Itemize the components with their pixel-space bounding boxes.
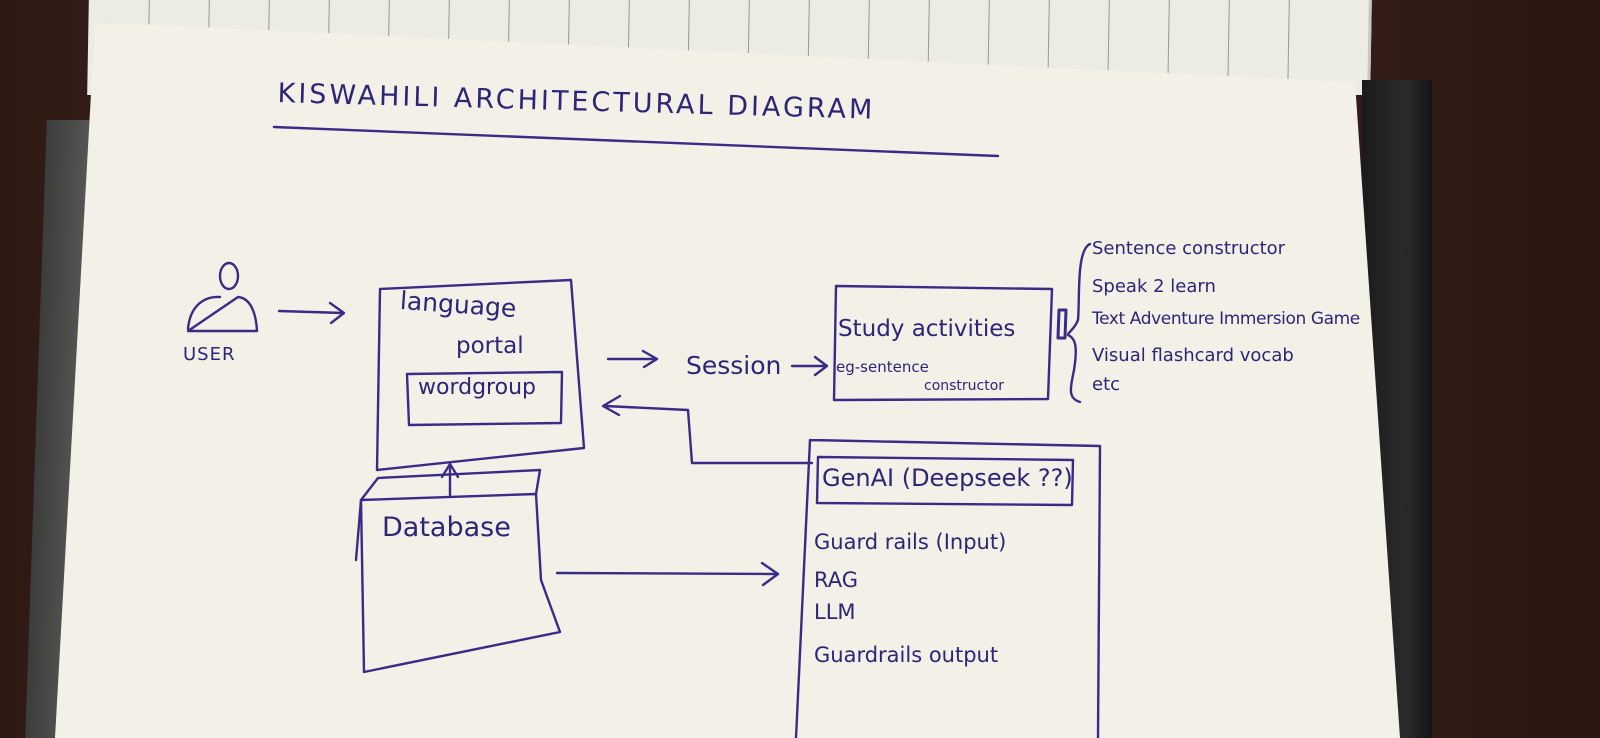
study-activities-example-2: constructor — [924, 378, 1005, 394]
arrow-session-to-activities — [790, 355, 829, 377]
language-portal-label-1: language — [399, 285, 518, 324]
study-activities-heading: Study activities — [838, 316, 1016, 342]
brace-marker — [1056, 308, 1068, 340]
activity-item: Text Adventure Immersion Game — [1092, 309, 1360, 329]
database-box-depth — [354, 468, 542, 562]
arrow-database-to-portal — [440, 462, 460, 497]
wordgroup-box — [405, 370, 564, 427]
arrow-genai-to-portal — [601, 394, 814, 465]
genai-item: Guardrails output — [814, 643, 999, 667]
activities-brace — [1066, 242, 1092, 404]
arrow-database-to-genai — [555, 561, 780, 587]
activity-item: etc — [1092, 374, 1121, 395]
genai-item: Guard rails (Input) — [814, 530, 1007, 554]
user-icon — [186, 261, 259, 333]
notebook-page — [55, 22, 1400, 738]
activity-item: Visual flashcard vocab — [1092, 345, 1294, 366]
language-portal-box — [375, 278, 586, 472]
genai-title-box — [815, 455, 1075, 507]
genai-box — [794, 438, 1102, 738]
genai-item: LLM — [814, 600, 856, 624]
arrow-user-to-portal — [277, 301, 346, 325]
arrow-portal-to-session — [606, 349, 659, 369]
session-label: Session — [686, 351, 782, 380]
user-label: USER — [183, 344, 236, 365]
database-label: Database — [382, 512, 511, 543]
database-box — [359, 492, 562, 674]
genai-item: RAG — [814, 568, 859, 592]
study-activities-example-1: eg-sentence — [836, 358, 929, 376]
language-portal-label-2: portal — [456, 333, 524, 359]
wordgroup-label: wordgroup — [418, 375, 536, 400]
activity-item: Speak 2 learn — [1092, 276, 1216, 297]
genai-title: GenAI (Deepseek ??) — [822, 464, 1073, 492]
study-activities-box — [832, 284, 1054, 402]
activity-item: Sentence constructor — [1092, 238, 1286, 259]
title-underline — [272, 125, 1000, 158]
